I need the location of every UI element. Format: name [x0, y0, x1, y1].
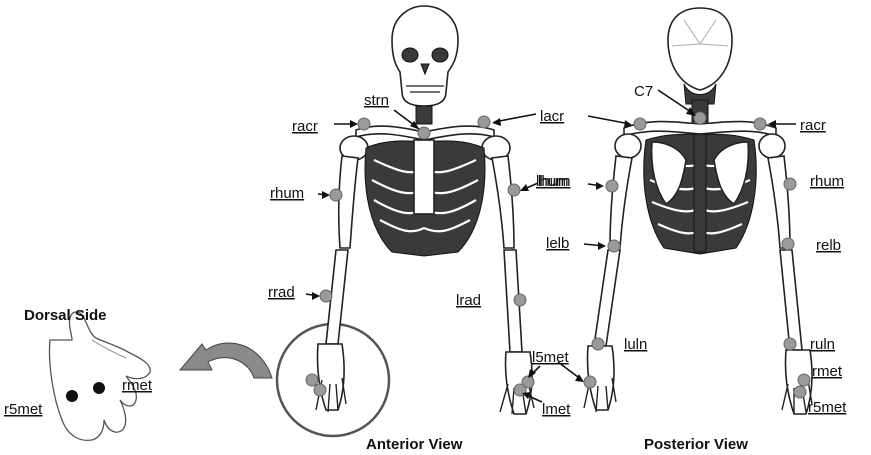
hand-marker-r5met — [66, 390, 78, 402]
label-rhum-anterior: rhum — [270, 185, 304, 202]
marker-strn — [418, 127, 430, 139]
label-ruln: ruln — [810, 336, 835, 353]
marker-relb — [782, 238, 794, 250]
marker-lrad — [514, 294, 526, 306]
marker-lacr-posterior — [634, 118, 646, 130]
hand-label-rmet: rmet — [122, 377, 153, 394]
marker-lhum — [508, 184, 520, 196]
marker-r5met-anterior — [314, 384, 326, 396]
label-rhum-posterior: rhum — [810, 173, 844, 190]
marker-lhum-posterior — [606, 180, 618, 192]
label-racr-posterior: racr — [800, 117, 826, 134]
label-rrad: rrad — [268, 284, 295, 301]
anterior-skeleton — [316, 6, 534, 414]
label-lhum-posterior: lhum — [536, 173, 569, 190]
label-racr-anterior: racr — [292, 118, 318, 135]
label-relb: relb — [816, 237, 841, 254]
label-lmet: lmet — [542, 401, 571, 418]
marker-l5met-posterior — [584, 376, 596, 388]
marker-rhum — [330, 189, 342, 201]
curved-arrow-icon — [180, 343, 272, 378]
anterior-view-title: Anterior View — [366, 436, 463, 453]
marker-racr — [358, 118, 370, 130]
marker-racr-posterior — [754, 118, 766, 130]
dorsal-side-title: Dorsal Side — [24, 307, 107, 324]
label-lelb: lelb — [546, 235, 569, 252]
label-r5met: r5met — [808, 399, 847, 416]
label-l5met: l5met — [532, 349, 570, 366]
marker-r5met — [794, 386, 806, 398]
hand-label-r5met: r5met — [4, 401, 43, 418]
marker-rmet — [798, 374, 810, 386]
marker-ruln — [784, 338, 796, 350]
marker-rhum-posterior — [784, 178, 796, 190]
hand-marker-rmet — [93, 382, 105, 394]
label-strn: strn — [364, 92, 389, 109]
label-c7: C7 — [634, 83, 653, 100]
marker-lelb — [608, 240, 620, 252]
marker-rmet-anterior — [306, 374, 318, 386]
marker-rrad — [320, 290, 332, 302]
posterior-view-title: Posterior View — [644, 436, 748, 453]
marker-lacr — [478, 116, 490, 128]
posterior-skeleton — [584, 8, 812, 414]
marker-luln — [592, 338, 604, 350]
marker-c7 — [694, 112, 706, 124]
label-lrad: lrad — [456, 292, 481, 309]
label-luln: luln — [624, 336, 647, 353]
label-lacr: lacr — [540, 108, 564, 125]
label-rmet: rmet — [812, 363, 843, 380]
